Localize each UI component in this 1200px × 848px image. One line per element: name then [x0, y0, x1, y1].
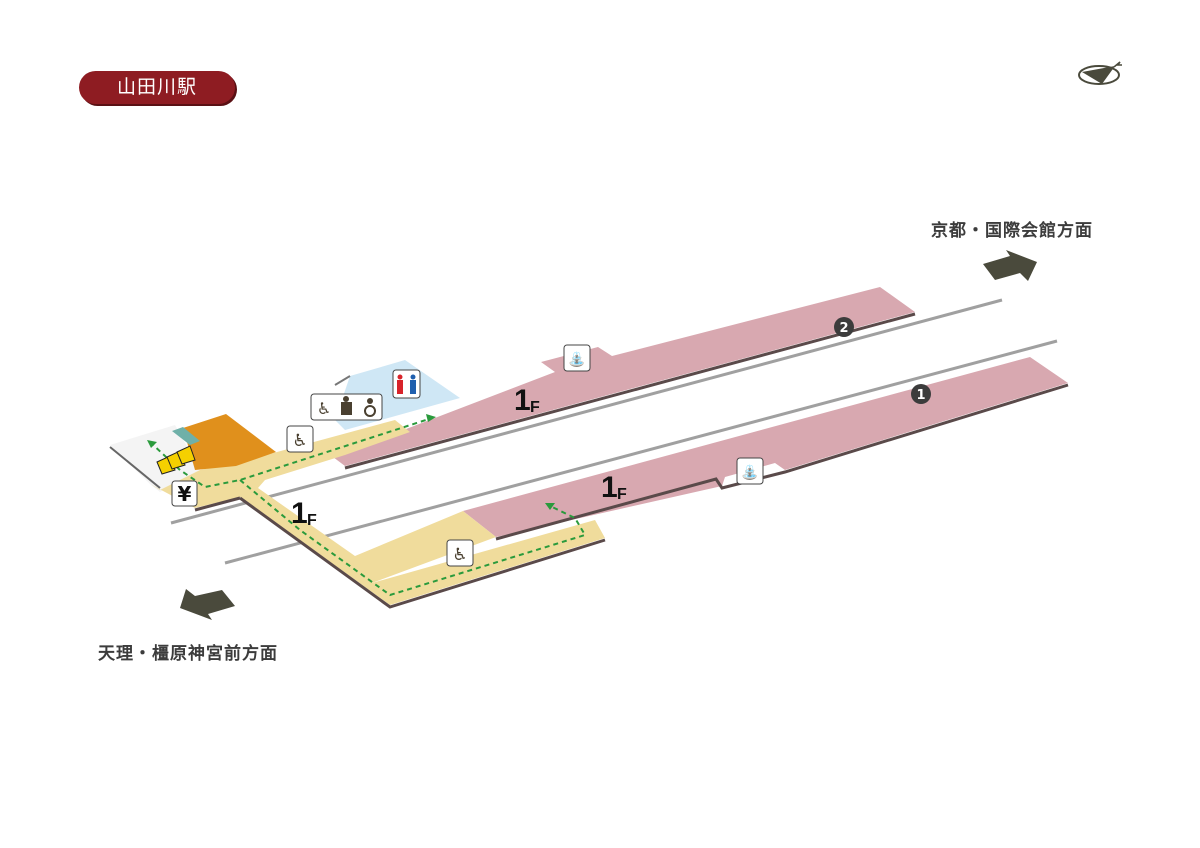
svg-text:⛲: ⛲	[741, 464, 758, 481]
accessible-route	[239, 479, 587, 597]
svg-text:F: F	[307, 512, 317, 529]
concourse	[150, 420, 605, 605]
track-line	[170, 298, 1003, 525]
track-line	[224, 339, 1058, 565]
shop-area	[183, 414, 276, 470]
platform-number-2: 2	[834, 317, 854, 337]
svg-text:♿: ♿	[452, 545, 467, 565]
svg-text:F: F	[617, 486, 627, 503]
arrow-south-icon	[180, 589, 235, 620]
wheelchair-icon: ♿	[317, 399, 331, 418]
arrow-north-icon	[983, 250, 1037, 281]
svg-text:1: 1	[601, 471, 618, 504]
slope-icon: ♿	[446, 539, 474, 567]
svg-text:♿: ♿	[292, 431, 307, 451]
svg-text:1: 1	[916, 388, 925, 403]
ticket-gate-icon	[156, 445, 196, 475]
platform-2	[333, 287, 915, 466]
compass-icon	[1078, 61, 1122, 85]
water-fountain-icon: ⛲	[563, 344, 591, 372]
toilet-icon	[392, 369, 421, 399]
svg-text:1: 1	[514, 384, 531, 417]
svg-text:F: F	[530, 399, 540, 416]
multipurpose-toilet-icons: ♿	[310, 393, 383, 421]
svg-text:¥: ¥	[178, 482, 192, 506]
ostomate-icon	[341, 402, 352, 415]
platform-number-1: 1	[911, 384, 931, 404]
direction-north: 京都・国際会館方面	[931, 221, 1093, 241]
water-fountain-icon: ⛲	[736, 457, 764, 485]
station-name: 山田川駅	[79, 71, 235, 104]
gate-area	[110, 425, 200, 492]
slope-icon: ♿	[286, 425, 314, 453]
svg-text:2: 2	[839, 321, 848, 336]
direction-south: 天理・橿原神宮前方面	[98, 644, 278, 664]
baby-care-icon	[367, 398, 373, 404]
svg-text:⛲: ⛲	[568, 351, 585, 368]
ticket-machine-icon: ¥	[171, 480, 198, 507]
svg-text:1: 1	[291, 497, 308, 530]
teal-strip	[172, 427, 200, 445]
